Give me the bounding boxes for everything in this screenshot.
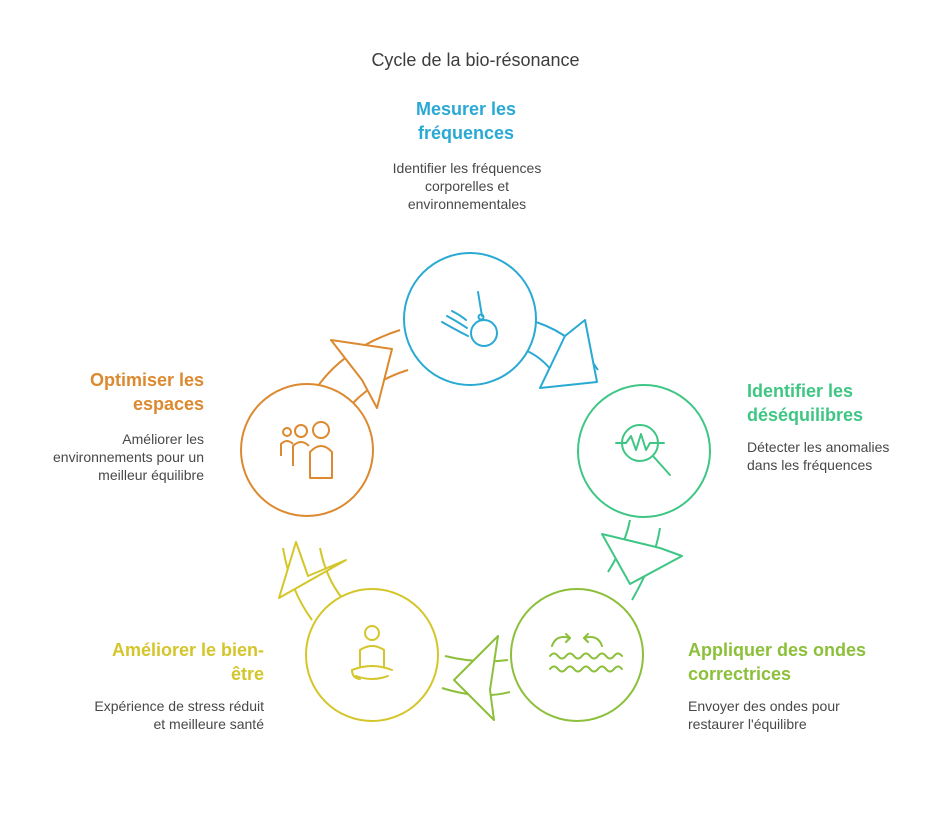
step-description-optimize: Améliorer les environnements pour un mei… (53, 431, 204, 483)
ring-segment-yellow-orange-inner (319, 547, 343, 599)
step-circle-identify (577, 384, 711, 518)
step-heading-optimize: Optimiser les espaces (89, 370, 204, 414)
corrective-waves-icon (549, 633, 623, 673)
arrowhead-yellow-to-orange (278, 541, 347, 599)
step-heading-identify: Identifier les déséquilibres (747, 381, 864, 425)
people-group-icon (280, 421, 333, 479)
arrowhead-lime-to-yellow (453, 635, 499, 721)
meditation-person-icon (351, 625, 393, 680)
step-description-wellbeing: Expérience de stress réduit et meilleure… (94, 698, 264, 732)
frequency-pendulum-icon (441, 291, 498, 347)
step-description-identify: Détecter les anomalies dans les fréquenc… (747, 439, 890, 473)
step-circle-optimize (240, 383, 374, 517)
step-circle-apply (510, 588, 644, 722)
step-heading-wellbeing: Améliorer le bien-être (111, 640, 264, 684)
step-circle-wellbeing (305, 588, 439, 722)
step-heading-measure: Mesurer les fréquences (415, 99, 517, 143)
step-description-measure: Identifier les fréquences corporelles et… (392, 160, 542, 212)
arrowheads (278, 319, 683, 721)
arrowhead-green-to-lime (601, 533, 683, 585)
arrowhead-blue-to-green (539, 319, 598, 389)
step-description-apply: Envoyer des ondes pour restaurer l'équil… (688, 698, 840, 732)
diagram-title: Cycle de la bio-résonance (371, 50, 580, 70)
magnifier-wave-icon (615, 424, 671, 476)
step-circle-measure (403, 252, 537, 386)
step-heading-apply: Appliquer des ondes correctrices (688, 640, 867, 684)
arrowhead-orange-to-blue (330, 339, 393, 409)
step-circles (240, 252, 711, 722)
